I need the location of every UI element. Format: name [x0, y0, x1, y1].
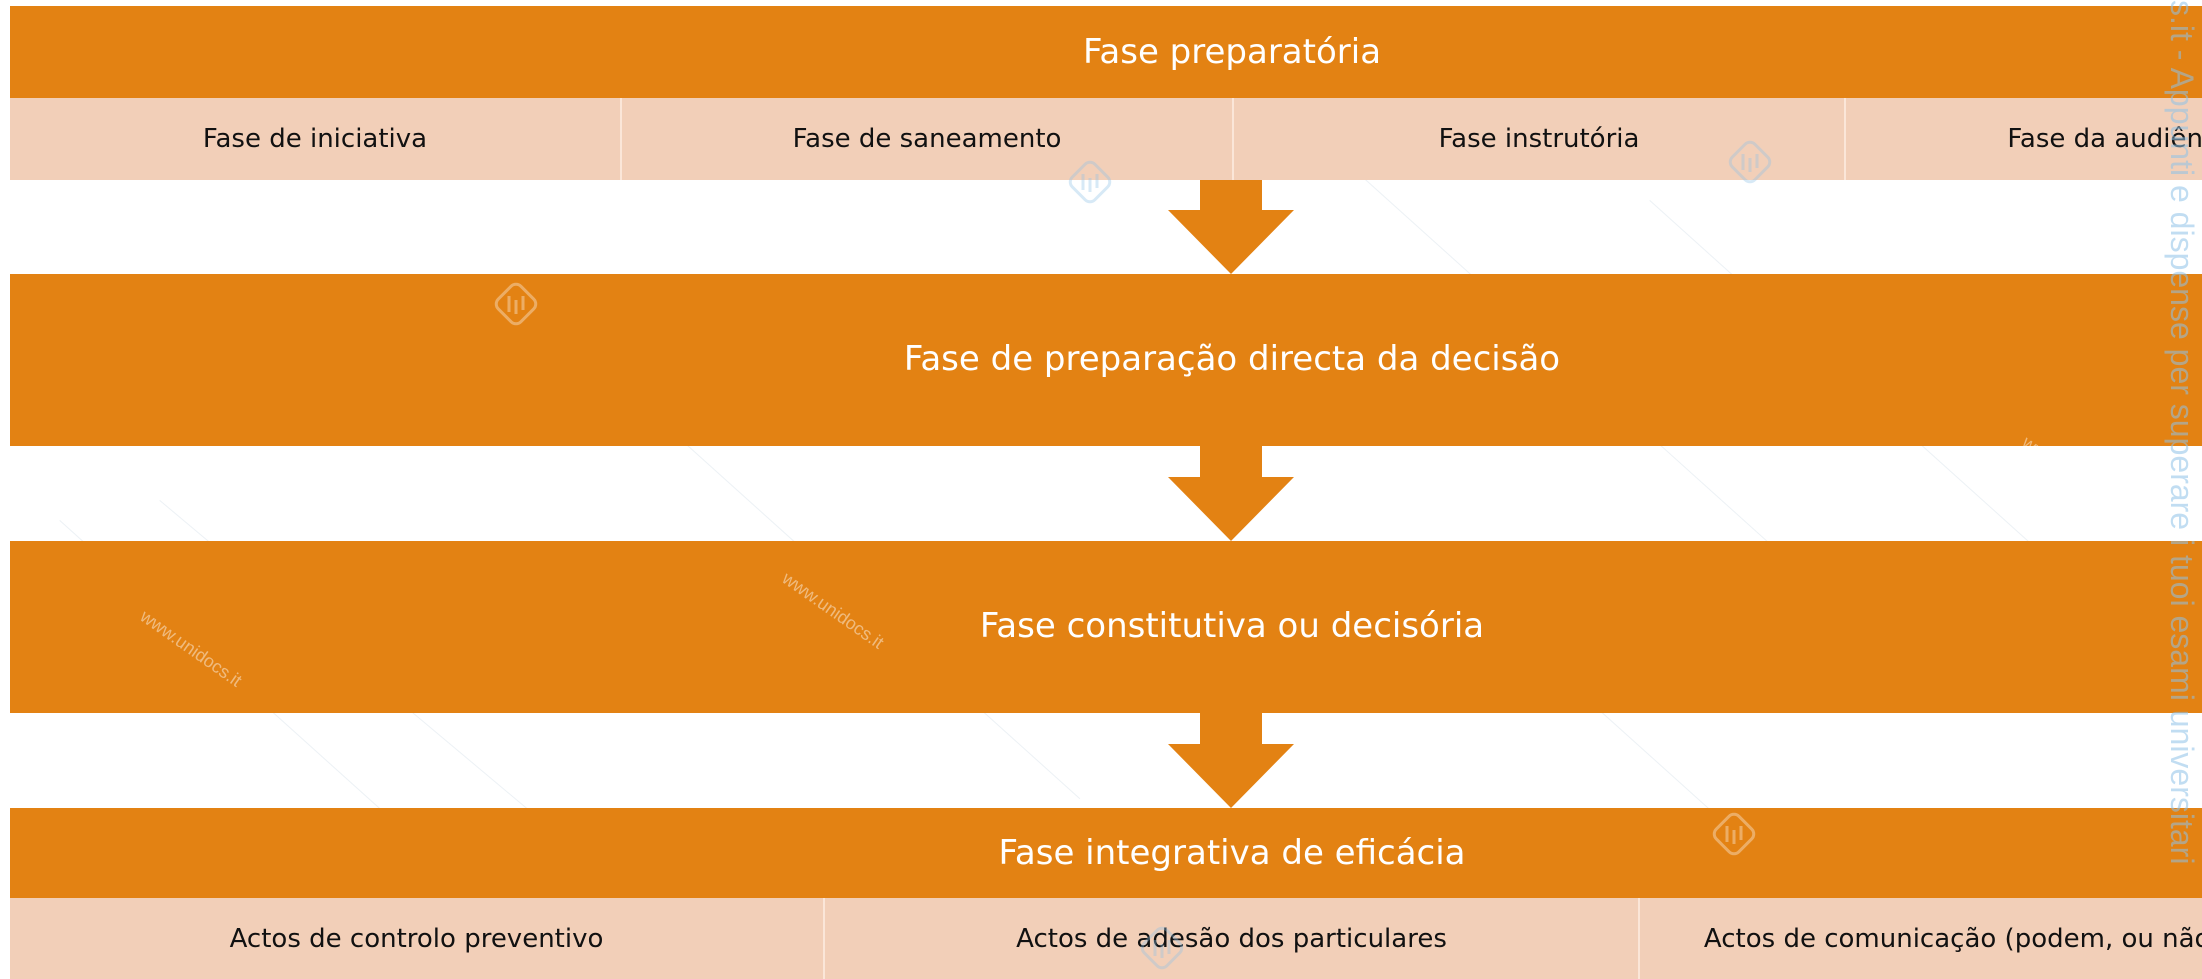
substep-box: Actos de adesão dos particulares: [825, 898, 1640, 979]
stage-title: Fase constitutiva ou decisória: [979, 606, 1485, 646]
stage-title: Fase preparatória: [1082, 32, 1382, 72]
substep-box: Actos de controlo preventivo: [10, 898, 825, 979]
down-arrow-icon: [1168, 713, 1294, 808]
stage-band-preparatoria: Fase preparatória: [10, 6, 2202, 98]
stage-title: Fase integrativa de eficácia: [998, 833, 1466, 873]
stage-band-integrativa: Fase integrativa de eficácia: [10, 808, 2202, 898]
stage-title: Fase de preparação directa da decisão: [903, 339, 1561, 379]
arrow-shape: [1168, 180, 1294, 274]
down-arrow-icon: [1168, 180, 1294, 274]
stage-band-constitutiva: Fase constitutiva ou decisória: [10, 541, 2202, 713]
substep-box: Fase de saneamento: [622, 98, 1234, 180]
substep-box: Fase da audiência dos: [1846, 98, 2202, 180]
arrow-shape: [1168, 713, 1294, 808]
substep-box: Actos de comunicação (podem, ou não, con…: [1640, 898, 2202, 979]
arrow-shape: [1168, 446, 1294, 541]
substep-box: Fase de iniciativa: [10, 98, 622, 180]
stage-band-preparacao-directa: Fase de preparação directa da decisão: [10, 274, 2202, 446]
down-arrow-icon: [1168, 446, 1294, 541]
watermark-site-text: www.unidocs.it: [1348, 452, 1458, 537]
substep-row-integrativa: Actos de controlo preventivo Actos de ad…: [10, 898, 2202, 979]
substep-row-preparatoria: Fase de iniciativa Fase de saneamento Fa…: [10, 98, 2202, 180]
substep-box: Fase instrutória: [1234, 98, 1846, 180]
